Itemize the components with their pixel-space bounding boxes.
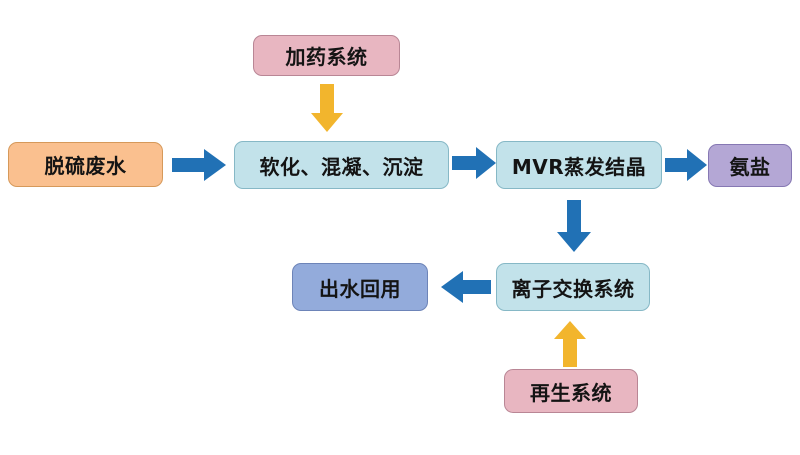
node-ammonium-salt: 氨盐 xyxy=(708,144,792,187)
down-arrow-icon xyxy=(311,84,343,132)
arrow-regeneration-to-ion-exchange xyxy=(554,321,586,367)
arrow-mvr-to-ammonium-salt xyxy=(665,149,707,181)
right-arrow-icon xyxy=(172,149,226,181)
node-ammonium-salt-label: 氨盐 xyxy=(729,155,771,179)
node-mvr-evaporation-crystallization: MVR蒸发结晶 xyxy=(496,141,662,189)
node-effluent-reuse-label: 出水回用 xyxy=(319,276,401,301)
right-arrow-icon xyxy=(665,149,707,181)
arrow-dosing-to-softening xyxy=(311,84,343,132)
down-arrow-icon xyxy=(557,200,591,252)
node-dosing-system: 加药系统 xyxy=(253,35,400,76)
node-regeneration-label: 再生系统 xyxy=(530,380,612,405)
node-softening-coagulation-sedimentation: 软化、混凝、沉淀 xyxy=(234,141,449,189)
node-ion-exchange-system: 离子交换系统 xyxy=(496,263,650,311)
node-softening-label: 软化、混凝、沉淀 xyxy=(259,154,424,179)
arrow-mvr-to-ion-exchange xyxy=(557,200,591,252)
node-desulfurization-wastewater-label: 脱硫废水 xyxy=(44,154,127,178)
node-mvr-label: MVR蒸发结晶 xyxy=(511,154,647,179)
node-dosing-system-label: 加药系统 xyxy=(285,45,368,69)
right-arrow-icon xyxy=(452,147,496,179)
arrow-ion-exchange-to-effluent-reuse xyxy=(441,271,491,303)
up-arrow-icon xyxy=(554,321,586,367)
left-arrow-icon xyxy=(441,271,491,303)
node-regeneration-system: 再生系统 xyxy=(504,369,638,413)
node-desulfurization-wastewater: 脱硫废水 xyxy=(8,142,163,187)
node-effluent-reuse: 出水回用 xyxy=(292,263,428,311)
arrow-softening-to-mvr xyxy=(452,147,496,179)
arrow-wastewater-to-softening xyxy=(172,149,226,181)
node-ion-exchange-label: 离子交换系统 xyxy=(511,276,635,301)
